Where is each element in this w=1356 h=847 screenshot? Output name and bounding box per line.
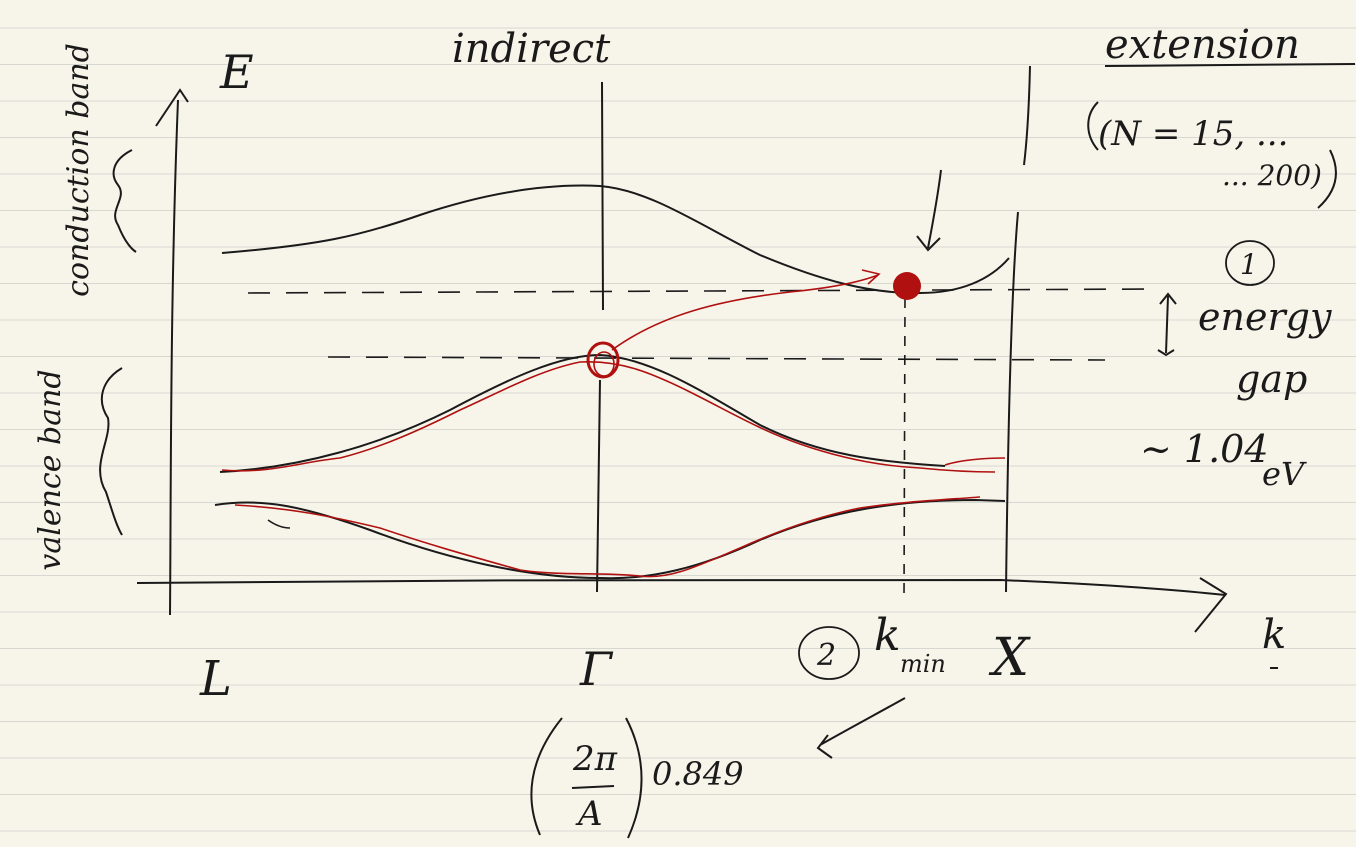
conduction-band-curve	[221, 184, 1010, 295]
conduction-minimum-marker	[893, 272, 921, 300]
valence-band-brace	[99, 367, 123, 536]
formula-numerator: 2π	[572, 739, 618, 779]
formula-fraction-bar	[571, 785, 615, 789]
marker-one-label: 1	[1240, 248, 1258, 281]
gap-label: gap	[1236, 357, 1307, 401]
k-min-label: k	[874, 610, 901, 661]
energy-label: energy	[1198, 295, 1332, 339]
k-min-subscript: min	[900, 650, 946, 678]
energy-axis-arrowhead	[155, 88, 189, 127]
energy-axis-label: E	[219, 45, 254, 99]
valence-maximum-marker	[586, 341, 620, 379]
extension-label: extension	[1105, 22, 1300, 68]
gap-value: ~ 1.04	[1140, 427, 1269, 471]
valence-band-upper-red-trace	[221, 360, 1006, 473]
k-axis	[136, 578, 1226, 596]
diagram-title: indirect	[452, 26, 611, 72]
marker-one-circle	[1225, 240, 1275, 286]
x-vertical-line	[1005, 65, 1031, 593]
k-min-pointer-arrow	[816, 697, 906, 759]
valence-maximum-dashed-line	[327, 356, 1106, 361]
conduction-minimum-dashed-line	[247, 288, 1161, 294]
gap-unit: eV	[1262, 455, 1307, 493]
valence-band-upper-curve	[219, 353, 946, 473]
n-range-text-line2: ... 200)	[1222, 159, 1322, 192]
extension-underline	[1104, 63, 1356, 67]
n-range-text-line1: (N = 15, ...	[1098, 114, 1288, 154]
gamma-vertical-line	[596, 81, 604, 593]
point-l-label: L	[199, 651, 232, 707]
valence-band-lower-red-trace	[234, 496, 981, 578]
k-axis-arrowhead	[1194, 577, 1228, 633]
conduction-minimum-pointer	[916, 169, 942, 252]
valence-band-label: valence band	[33, 369, 68, 570]
formula-coefficient: 0.849	[652, 755, 744, 793]
energy-axis	[169, 99, 179, 616]
conduction-band-brace	[112, 149, 137, 253]
stray-tick-mark	[267, 519, 291, 529]
point-gamma-label: Γ	[579, 642, 614, 696]
valence-maximum-marker-inner	[593, 351, 615, 377]
formula-denominator: A	[575, 794, 603, 834]
n-range-bracket	[1087, 101, 1337, 209]
formula-left-paren	[530, 717, 563, 836]
marker-two-label: 2	[816, 638, 836, 673]
conduction-band-label: conduction band	[61, 43, 96, 297]
k-axis-label: k	[1262, 612, 1286, 658]
ruled-lines	[0, 27, 1356, 832]
formula-right-paren	[625, 717, 643, 839]
indirect-transition-arrow	[611, 274, 879, 351]
point-x-label: X	[988, 628, 1031, 688]
indirect-transition-arrowhead	[861, 269, 881, 285]
kmin-dashed-line	[903, 297, 906, 601]
energy-gap-arrow	[1157, 292, 1177, 357]
marker-two-circle	[798, 626, 860, 680]
